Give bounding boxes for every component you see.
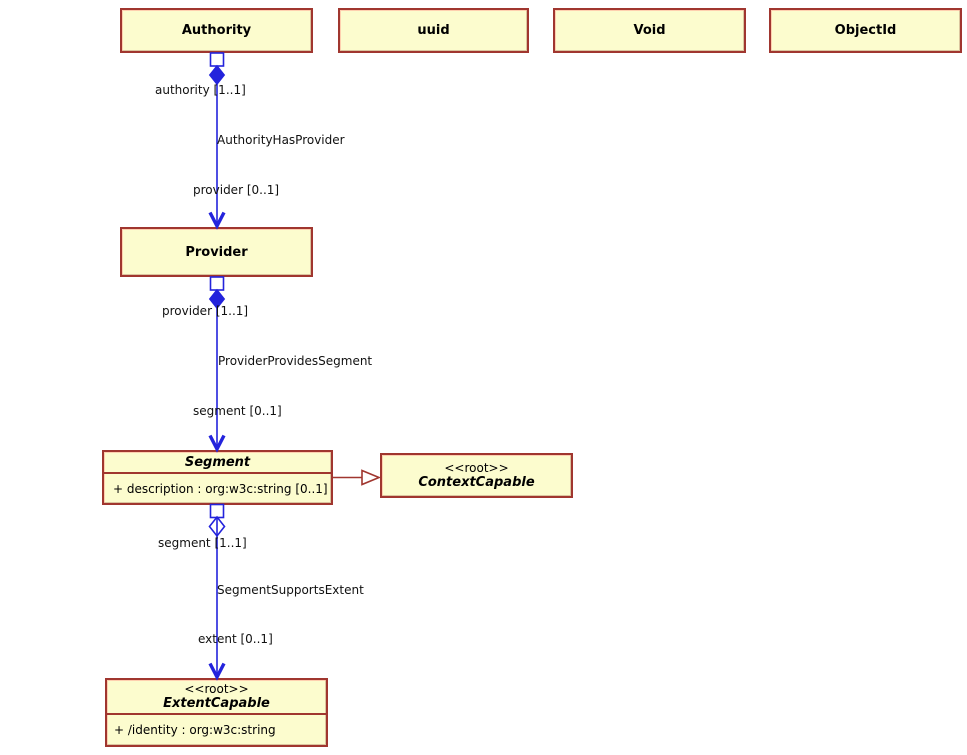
class-uuid[interactable]: uuid xyxy=(338,8,529,53)
generalization-segment-to-contextcapable[interactable] xyxy=(333,469,382,486)
association-provider-provides-segment[interactable] xyxy=(208,276,226,453)
class-name: Provider xyxy=(185,244,248,260)
class-name: Authority xyxy=(181,23,252,38)
generalization-triangle-icon xyxy=(361,469,382,486)
title-compartment: <<root>> ContextCapable xyxy=(382,455,571,496)
class-contextcapable[interactable]: <<root>> ContextCapable xyxy=(380,453,573,498)
association-name-label: AuthorityHasProvider xyxy=(217,133,345,147)
association-end-square-icon xyxy=(209,52,225,67)
title-compartment: ObjectId xyxy=(771,10,960,51)
class-authority[interactable]: Authority xyxy=(120,8,313,53)
attribute-compartment: + /identity : org:w3c:string xyxy=(107,713,326,745)
class-name: ExtentCapable xyxy=(163,695,270,711)
class-objectid[interactable]: ObjectId xyxy=(769,8,962,53)
role-label-provider-source: provider [1..1] xyxy=(162,304,249,318)
title-compartment: Provider xyxy=(122,229,311,275)
composition-diamond-icon xyxy=(208,288,226,310)
aggregation-diamond-icon xyxy=(208,515,226,538)
association-segment-supports-extent[interactable] xyxy=(208,503,226,681)
class-name: ObjectId xyxy=(834,23,897,38)
attribute: + description : org:w3c:string [0..1] xyxy=(113,481,328,496)
navigable-arrow-icon xyxy=(208,662,226,681)
role-label-segment-source: segment [1..1] xyxy=(158,536,247,550)
role-label-provider-target: provider [0..1] xyxy=(193,183,280,197)
association-end-square-icon xyxy=(209,503,225,519)
class-name: uuid xyxy=(417,23,450,38)
title-compartment: uuid xyxy=(340,10,527,51)
title-compartment: Authority xyxy=(122,10,311,51)
association-name-label: ProviderProvidesSegment xyxy=(218,354,373,368)
attribute: + /identity : org:w3c:string xyxy=(114,723,276,737)
stereotype-label: <<root>> xyxy=(444,460,509,475)
role-label-authority: authority [1..1] xyxy=(155,83,246,97)
title-compartment: <<root>> ExtentCapable xyxy=(107,680,326,713)
association-name-label: SegmentSupportsExtent xyxy=(217,583,364,597)
association-end-square-icon xyxy=(209,276,225,291)
role-label-extent-target: extent [0..1] xyxy=(198,632,273,646)
class-name: ContextCapable xyxy=(418,474,535,490)
title-compartment: Segment xyxy=(104,452,331,472)
navigable-arrow-icon xyxy=(208,434,226,453)
navigable-arrow-icon xyxy=(208,211,226,230)
stereotype-label: <<root>> xyxy=(184,681,249,696)
class-name: Void xyxy=(633,23,666,38)
attribute-compartment: + description : org:w3c:string [0..1] xyxy=(104,472,331,503)
association-authority-has-provider[interactable] xyxy=(208,52,226,230)
title-compartment: Void xyxy=(555,10,744,51)
class-name: Segment xyxy=(184,454,251,470)
class-void[interactable]: Void xyxy=(553,8,746,53)
composition-diamond-icon xyxy=(208,64,226,86)
role-label-segment-target: segment [0..1] xyxy=(193,404,282,418)
